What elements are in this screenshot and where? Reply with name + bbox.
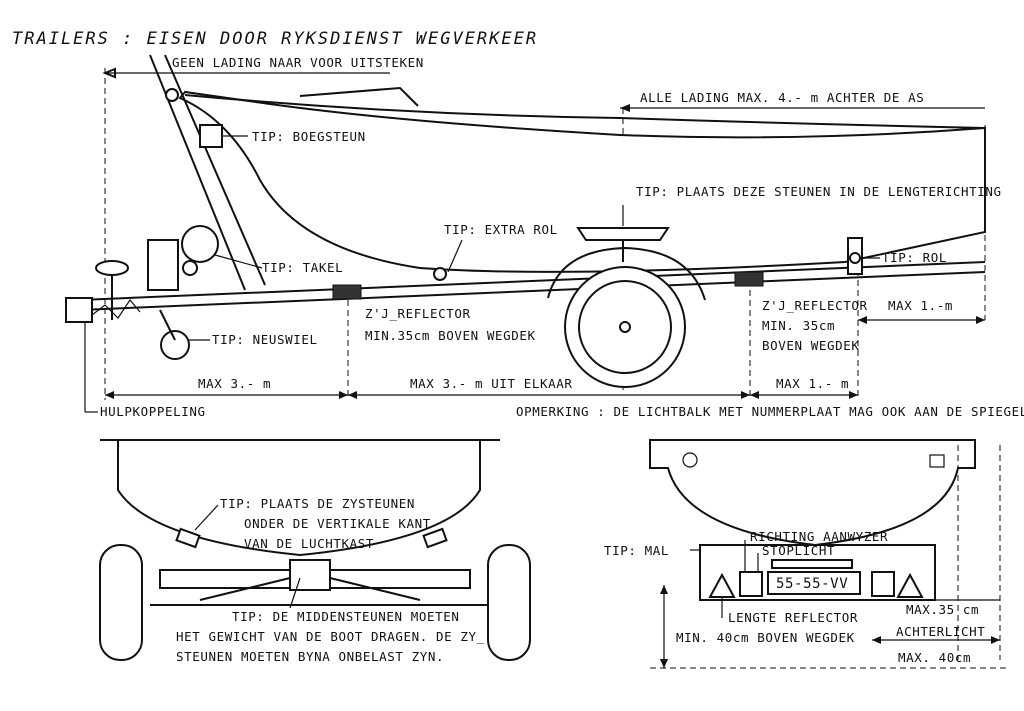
triangle-reflector-right <box>896 572 924 598</box>
rear-load-arrow <box>620 104 630 112</box>
strut-left <box>199 577 291 601</box>
plate-text: 55-55-VV <box>776 576 848 592</box>
dim-arrow-6 <box>849 391 858 399</box>
side-support-left <box>175 527 201 549</box>
label-max40: MAX. 40cm <box>898 650 971 665</box>
max1-right-arrow-l <box>858 316 867 324</box>
label-richting: RICHTING AANWYZER <box>750 529 888 544</box>
coupling-head <box>65 297 93 323</box>
dim-arrow-4 <box>741 391 750 399</box>
indicator-right <box>871 571 895 597</box>
label-max1-bottom: MAX 1.- m <box>776 376 849 391</box>
rear-emblem-icon <box>682 452 698 468</box>
side-reflector-front <box>332 284 362 300</box>
label-achterlicht: ACHTERLICHT <box>896 624 985 639</box>
label-tip-mal: TIP: MAL <box>604 543 669 558</box>
bow-roller <box>165 88 179 102</box>
drawbar-top <box>79 261 986 301</box>
max1-right-arrow-r <box>976 316 985 324</box>
bunk-support <box>576 227 670 241</box>
side-view: GEEN LADING NAAR VOOR UITSTEKEN ALLE LAD… <box>65 54 1024 419</box>
label-geen-lading: GEEN LADING NAAR VOOR UITSTEKEN <box>172 55 424 70</box>
number-plate-light <box>771 559 853 569</box>
front-wheel-right <box>487 544 531 661</box>
label-tip-zijsteunen-2: ONDER DE VERTIKALE KANT <box>244 516 431 531</box>
winch-handle-hub <box>182 260 198 276</box>
label-tip-takel: TIP: TAKEL <box>262 260 343 275</box>
min40-arrow-top <box>660 585 668 594</box>
strut-right <box>329 577 421 601</box>
label-alle-lading: ALLE LADING MAX. 4.- m ACHTER DE AS <box>640 90 924 105</box>
diagram-title: TRAILERS : EISEN DOOR RYKSDIENST WEGVERK… <box>12 29 538 49</box>
middle-support <box>289 559 331 591</box>
label-max35: MAX.35 cm <box>906 602 979 617</box>
front-view: TIP: PLAATS DE ZYSTEUNEN ONDER DE VERTIK… <box>99 439 531 664</box>
label-tip-plaats: TIP: PLAATS DEZE STEUNEN IN DE LENGTERIC… <box>636 184 1002 199</box>
side-support-right <box>422 527 448 549</box>
front-wheel-left <box>99 544 143 661</box>
midden-leader <box>289 577 301 609</box>
label-tip-midden-2: HET GEWICHT VAN DE BOOT DRAGEN. DE ZY_ <box>176 629 485 644</box>
label-max3-uit: MAX 3.- m UIT ELKAAR <box>410 376 573 391</box>
number-plate <box>767 571 861 595</box>
dim-arrow-5 <box>750 391 759 399</box>
dim-arrow-1 <box>105 391 114 399</box>
jockey-crank <box>95 260 129 276</box>
boat-hull <box>178 90 986 273</box>
boat-windshield <box>299 86 419 107</box>
label-tip-zijsteunen-3: VAN DE LUCHTKAST <box>244 536 374 551</box>
label-min35-1: MIN.35cm BOVEN WEGDEK <box>365 328 536 343</box>
main-wheel-hub <box>619 321 631 333</box>
jockey-fork <box>159 309 176 341</box>
extra-roller <box>433 267 447 281</box>
label-max1-right: MAX 1.-m <box>888 298 953 313</box>
label-tip-midden-1: TIP: DE MIDDENSTEUNEN MOETEN <box>232 609 460 624</box>
label-min40: MIN. 40cm BOVEN WEGDEK <box>676 630 855 645</box>
indicator-left <box>739 571 763 597</box>
label-hulpkoppeling: HULPKOPPELING <box>100 404 206 419</box>
label-min35-2b: BOVEN WEGDEK <box>762 338 860 353</box>
winch-drum <box>181 225 219 263</box>
dim-arrow-2 <box>339 391 348 399</box>
label-tip-rol: TIP: ROL <box>882 250 947 265</box>
label-tip-zijsteunen-1: TIP: PLAATS DE ZYSTEUNEN <box>220 496 415 511</box>
label-lengte-reflector: LENGTE REFLECTOR <box>728 610 858 625</box>
dim-arrow-3 <box>348 391 357 399</box>
takel-leader <box>214 254 263 269</box>
bow-support-block <box>199 124 223 148</box>
front-load-arrow <box>102 67 116 79</box>
side-reflector-rear <box>734 271 764 287</box>
label-zij-reflector-2: Z'J_REFLECTOR <box>762 298 868 313</box>
jockey-wheel <box>160 330 190 360</box>
front-hull <box>117 439 481 557</box>
label-min35-2a: MIN. 35cm <box>762 318 835 333</box>
label-zij-reflector-1: Z'J_REFLECTOR <box>365 306 471 321</box>
extra-rol-leader <box>447 239 463 273</box>
fender <box>547 246 706 301</box>
safety-chain <box>91 298 141 319</box>
label-tip-midden-3: STEUNEN MOETEN BYNA ONBELAST ZYN. <box>176 649 444 664</box>
max40-arrow-r <box>991 636 1000 644</box>
label-max3: MAX 3.- m <box>198 376 271 391</box>
max40-arrow-l <box>872 636 881 644</box>
label-tip-extra-rol: TIP: EXTRA ROL <box>444 222 558 237</box>
zijsteunen-leader <box>194 504 219 531</box>
rear-view: TIP: MAL 55-55-VV RICHTING AANWYZER STOP… <box>604 439 1010 669</box>
drawbar-bottom <box>79 271 986 311</box>
rear-badge-icon <box>929 454 945 468</box>
boat-gunwale <box>184 94 986 129</box>
bow-post-back <box>164 54 266 286</box>
min40-arrow-bottom <box>660 659 668 668</box>
winch-stand <box>147 239 179 291</box>
label-tip-boegsteun: TIP: BOEGSTEUN <box>252 129 366 144</box>
label-tip-neuswiel: TIP: NEUSWIEL <box>212 332 318 347</box>
label-opmerking: OPMERKING : DE LICHTBALK MET NUMMERPLAAT… <box>516 404 1024 419</box>
rear-roller <box>849 252 861 264</box>
label-stoplicht: STOPLICHT <box>762 543 835 558</box>
